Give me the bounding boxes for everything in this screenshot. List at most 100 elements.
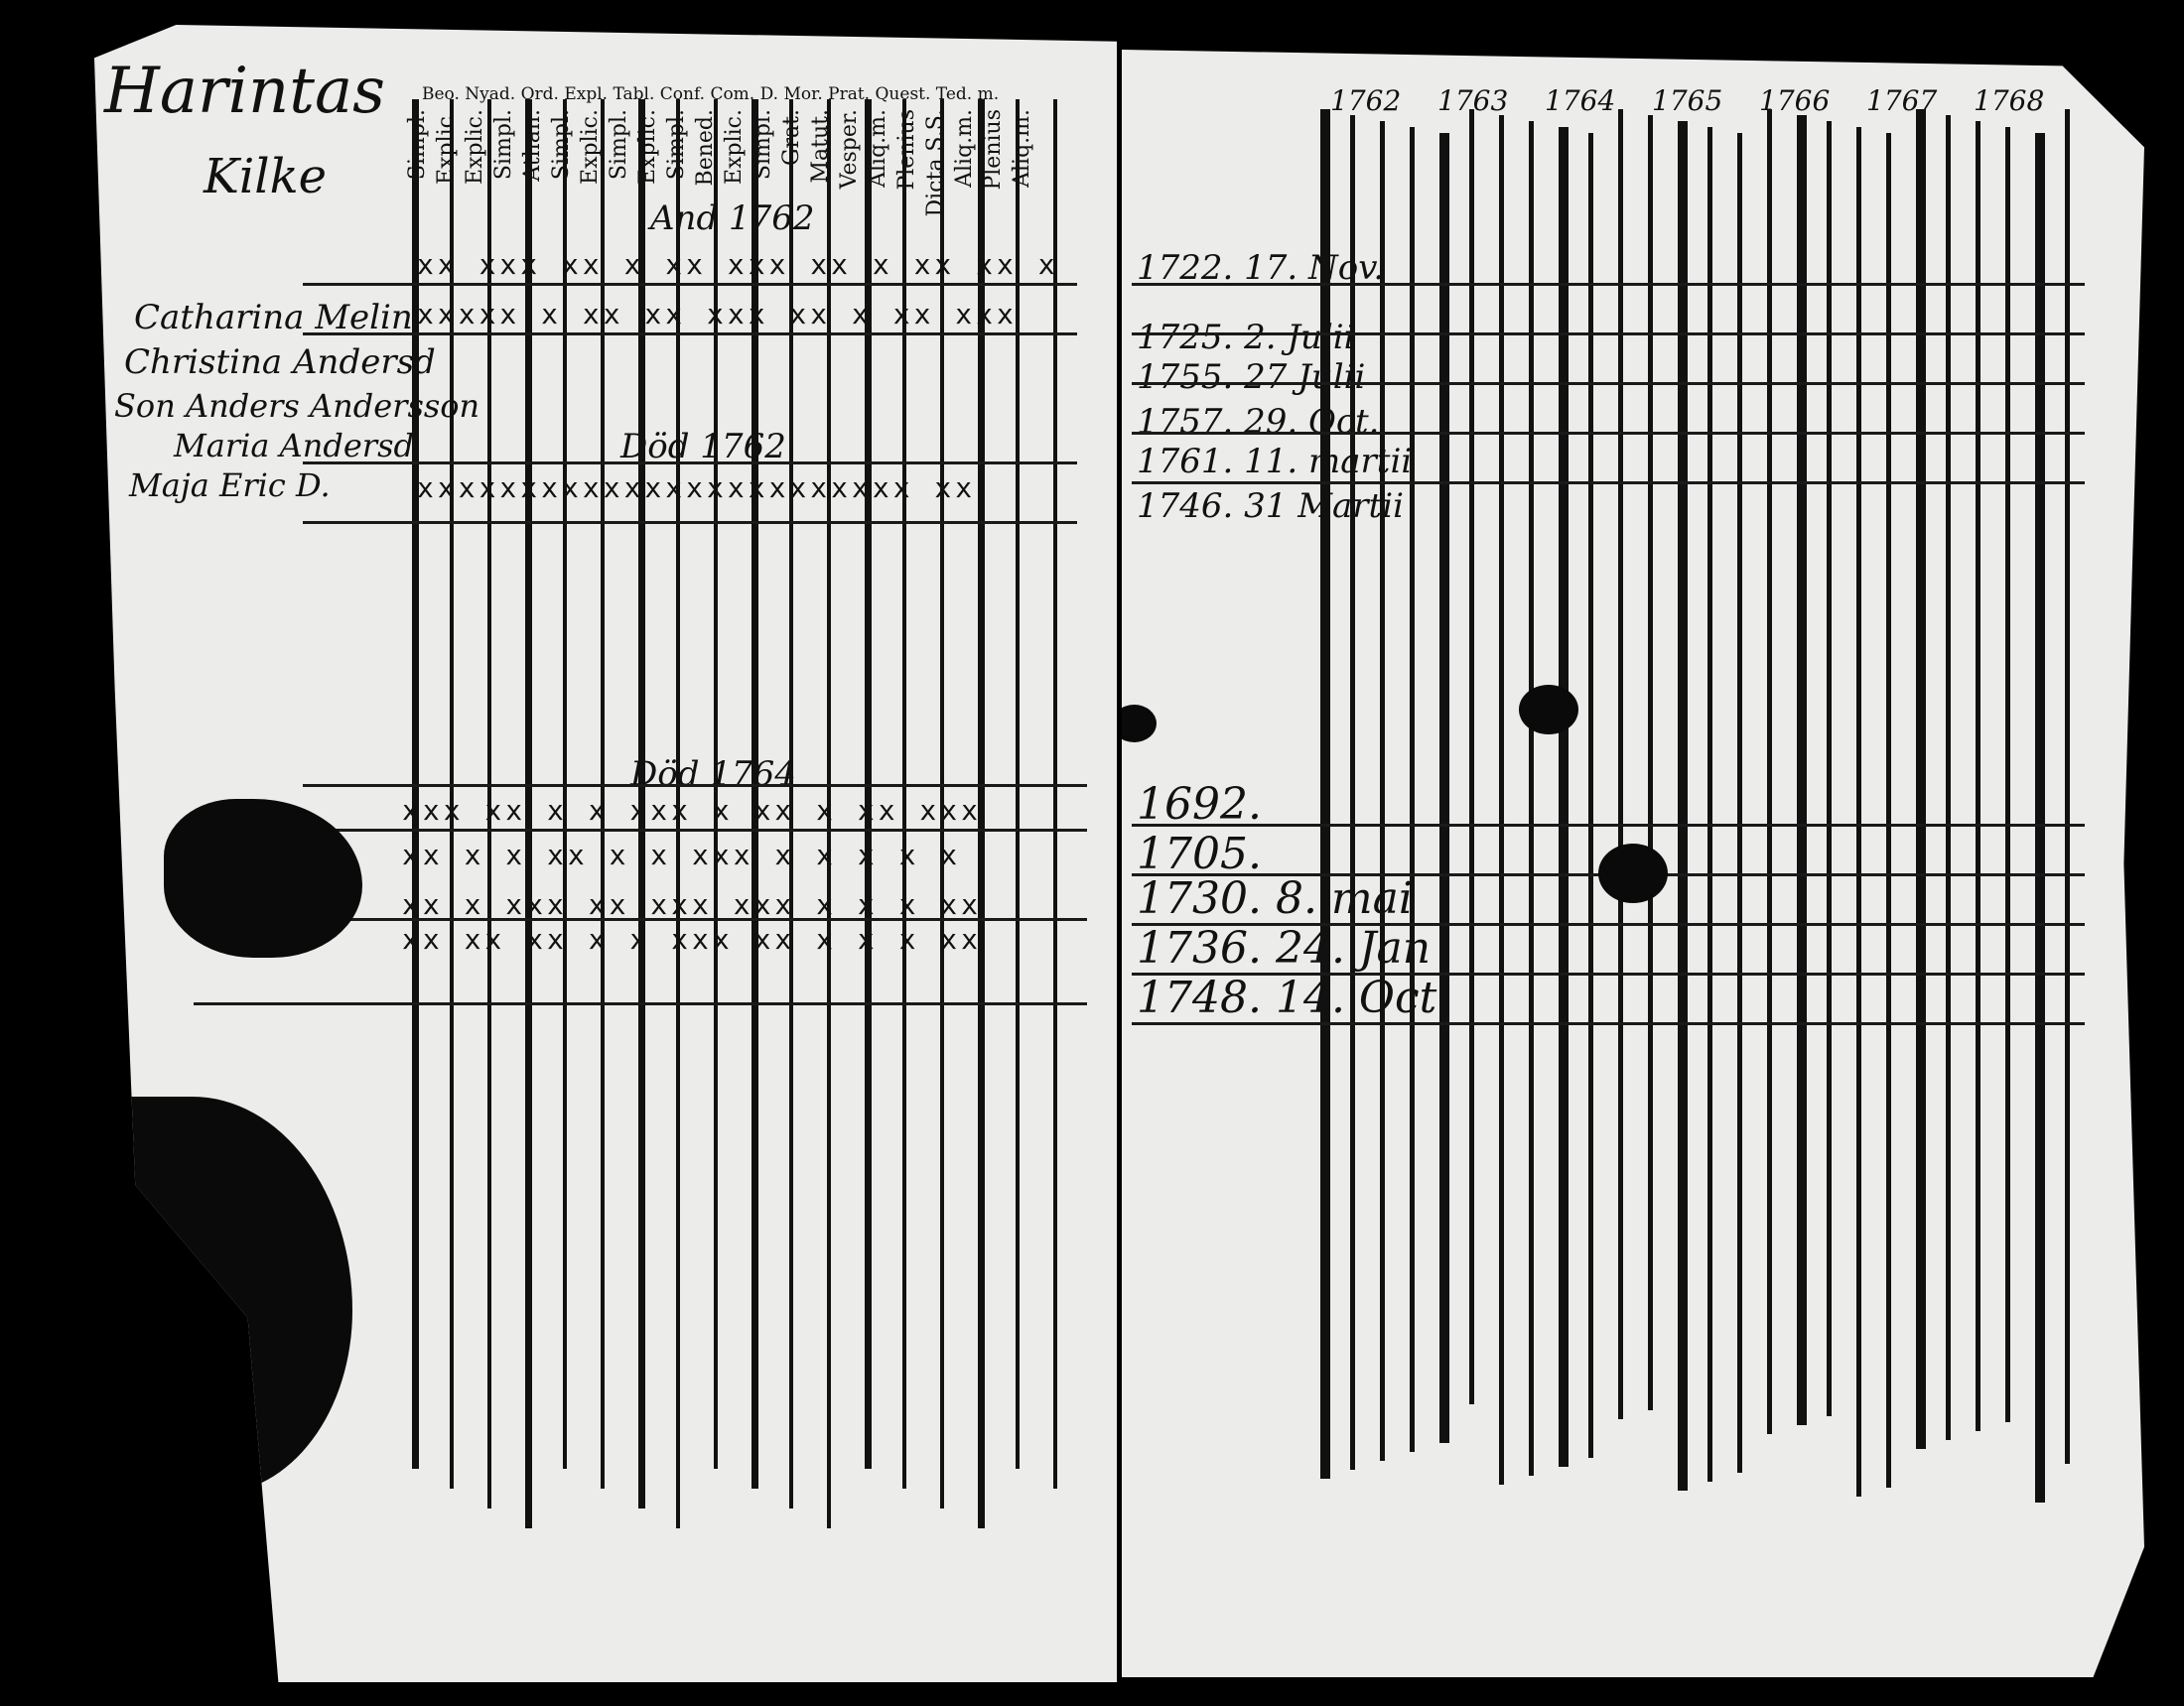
column-rule <box>1856 127 1861 1497</box>
row-rule <box>303 461 1077 464</box>
birth-date-2: 1725. 2. Julii <box>1137 318 1355 357</box>
column-rule <box>1767 109 1772 1434</box>
column-rule <box>1946 115 1951 1440</box>
birth-date-5: 1761. 11. martii <box>1137 442 1413 481</box>
row-rule <box>1132 973 2085 976</box>
column-rule <box>1053 99 1057 1489</box>
name-row-3: Son Anders Andersson <box>114 387 480 425</box>
row-rule <box>1132 923 2085 926</box>
column-header-8: Simpl. <box>607 109 631 181</box>
row-rule <box>303 283 1077 286</box>
birth-date-9: 1730. 8. mai <box>1137 873 1413 924</box>
row-rule <box>303 521 1077 524</box>
check-marks-row-2: xxxxx x xx xx xxx xx x xx xxx <box>417 298 1018 330</box>
row-rule <box>1132 1022 2085 1025</box>
column-header-4: Simpl. <box>491 109 516 181</box>
column-rule <box>1827 121 1832 1416</box>
column-rule <box>751 99 758 1489</box>
annotation-1: And 1762 <box>650 198 815 238</box>
column-rule <box>902 99 906 1489</box>
column-rule <box>1797 115 1807 1425</box>
page-damage <box>94 1097 352 1494</box>
column-rule <box>1916 109 1926 1449</box>
year-header-1766: 1766 <box>1759 84 1831 117</box>
year-header-1764: 1764 <box>1545 84 1616 117</box>
name-row-1: Catharina Melin <box>134 298 413 337</box>
row-rule <box>303 332 1077 335</box>
column-rule <box>1469 109 1474 1404</box>
check-marks-row-1: xx xxx xx x xx xxx xx x xx xx x <box>417 248 1059 281</box>
column-rule <box>1499 115 1504 1485</box>
year-header-1768: 1768 <box>1974 84 2045 117</box>
column-rule <box>525 99 532 1528</box>
column-rule <box>1886 133 1891 1488</box>
column-rule <box>1976 121 1980 1431</box>
ink-blot <box>1598 844 1668 903</box>
birth-date-6: 1746. 31 Martii <box>1137 486 1404 526</box>
check-marks-row-4: xxx xx x x xxx x xx x xx xxx <box>402 794 983 827</box>
column-rule <box>1439 133 1449 1443</box>
year-header-1767: 1767 <box>1866 84 1938 117</box>
ink-blot <box>1519 685 1578 734</box>
column-rule <box>1737 133 1742 1473</box>
column-header-7: Explic. <box>578 109 603 185</box>
birth-date-11: 1748. 14. Oct. <box>1137 973 1451 1023</box>
birth-date-3: 1755. 27 Julii <box>1137 357 1366 397</box>
row-rule <box>1132 283 2085 286</box>
row-rule <box>1132 332 2085 335</box>
year-header-1762: 1762 <box>1330 84 1402 117</box>
column-rule <box>601 99 605 1489</box>
birth-date-7: 1692. <box>1137 779 1262 830</box>
row-rule <box>303 784 1087 787</box>
parish-title: Harintas <box>104 55 385 128</box>
column-rule <box>827 99 831 1528</box>
ink-blot <box>164 799 362 958</box>
column-rule <box>676 99 680 1528</box>
column-rule <box>940 99 944 1509</box>
column-rule <box>1410 127 1415 1452</box>
column-rule <box>638 99 645 1509</box>
birth-date-8: 1705. <box>1137 829 1262 879</box>
check-marks-row-3: xxxxxxxxxxxxxxxxxxxxxxxx xx <box>417 471 977 504</box>
row-rule <box>1132 824 2085 827</box>
name-row-5: Maja Eric D. <box>129 466 331 504</box>
row-rule <box>1132 481 2085 484</box>
birth-date-4: 1757. 29. Oct. <box>1137 402 1380 442</box>
column-header-5: Athan. <box>520 109 545 182</box>
year-header-1765: 1765 <box>1652 84 1723 117</box>
column-header-20: Aliq.m. <box>952 109 977 188</box>
column-header-22: Aliq.m. <box>1010 109 1034 188</box>
left-page: Harintas Kilke Beo. Nyad. Ord. Expl. Tab… <box>94 25 1117 1682</box>
column-rule <box>1618 109 1623 1419</box>
row-rule <box>1132 382 2085 385</box>
column-rule <box>1559 127 1569 1467</box>
name-row-2: Christina Andersd <box>124 342 436 382</box>
parish-subtitle: Kilke <box>204 149 328 204</box>
column-rule <box>789 99 793 1509</box>
column-rule <box>978 99 985 1528</box>
name-row-4: Maria Andersd <box>174 427 414 464</box>
column-rule <box>450 99 454 1489</box>
annotation-3: Död 1764 <box>630 754 796 794</box>
birth-date-10: 1736. 24. Jan <box>1137 923 1432 974</box>
ink-blot <box>1122 705 1157 742</box>
row-rule <box>1132 432 2085 435</box>
column-header-2: Explic. <box>434 109 459 185</box>
column-rule <box>487 99 491 1509</box>
column-rule <box>1529 121 1534 1476</box>
birth-date-1: 1722. 17. Nov. <box>1137 248 1385 288</box>
column-rule <box>1350 115 1355 1470</box>
column-header-6: Simpl. <box>549 109 574 181</box>
column-header-12: Explic. <box>722 109 747 185</box>
check-marks-row-7: xx xx xx x x xxx xx x x x xx <box>402 923 983 956</box>
column-rule <box>1707 127 1712 1482</box>
column-rule <box>1380 121 1385 1461</box>
column-rule <box>1588 133 1593 1458</box>
column-header-18: Plenius <box>894 109 919 191</box>
column-rule <box>2035 133 2045 1503</box>
column-rule <box>1320 109 1330 1479</box>
row-rule <box>303 829 1087 832</box>
row-rule <box>194 1002 1087 1005</box>
check-marks-row-6: xx x xxx xx xxx xxx x x x xx <box>402 888 983 921</box>
